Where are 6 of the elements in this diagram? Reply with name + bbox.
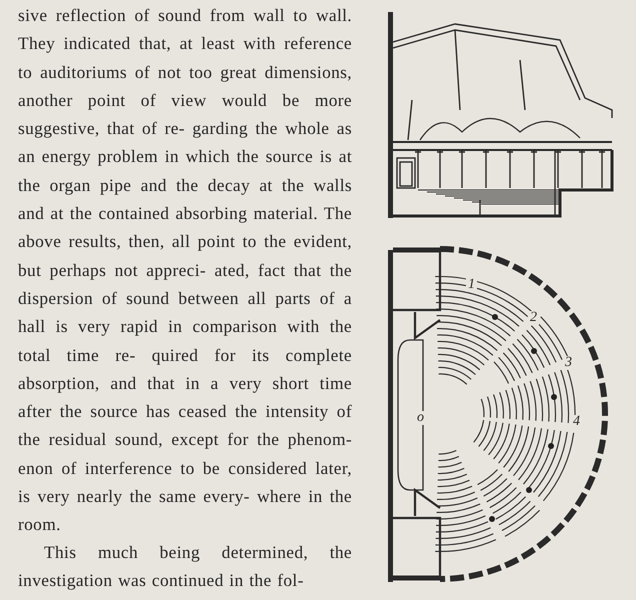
section-number: 2 [528, 311, 539, 325]
section-number: 1 [466, 278, 477, 292]
section-number: 3 [563, 356, 574, 370]
stage-label: o [415, 411, 426, 425]
body-paragraph: This much being determined, the investigation was continued in the fol- [18, 541, 352, 592]
body-paragraph: sive reflection of sound from wall to wall. They indicated that, at least with reference to auditoriums of not too great dimensions, another point of view would be more suggestive, that of re- garding the whole as an energy problem in which the source is at the organ pipe and the decay at the walls and at the contained absorbing material. The above results, then, all point to the evident, but perhaps not appreci- ated, fact that the dispersion of sound between all parts of a hall is very rapid in comparison with the total time re- quired for its complete absorption, and that in a very short time after the source has ceased the intensity of the residual sound, except for the phenom- enon of interference to be considered later, is very nearly the same every- where in the room. [18, 4, 352, 536]
